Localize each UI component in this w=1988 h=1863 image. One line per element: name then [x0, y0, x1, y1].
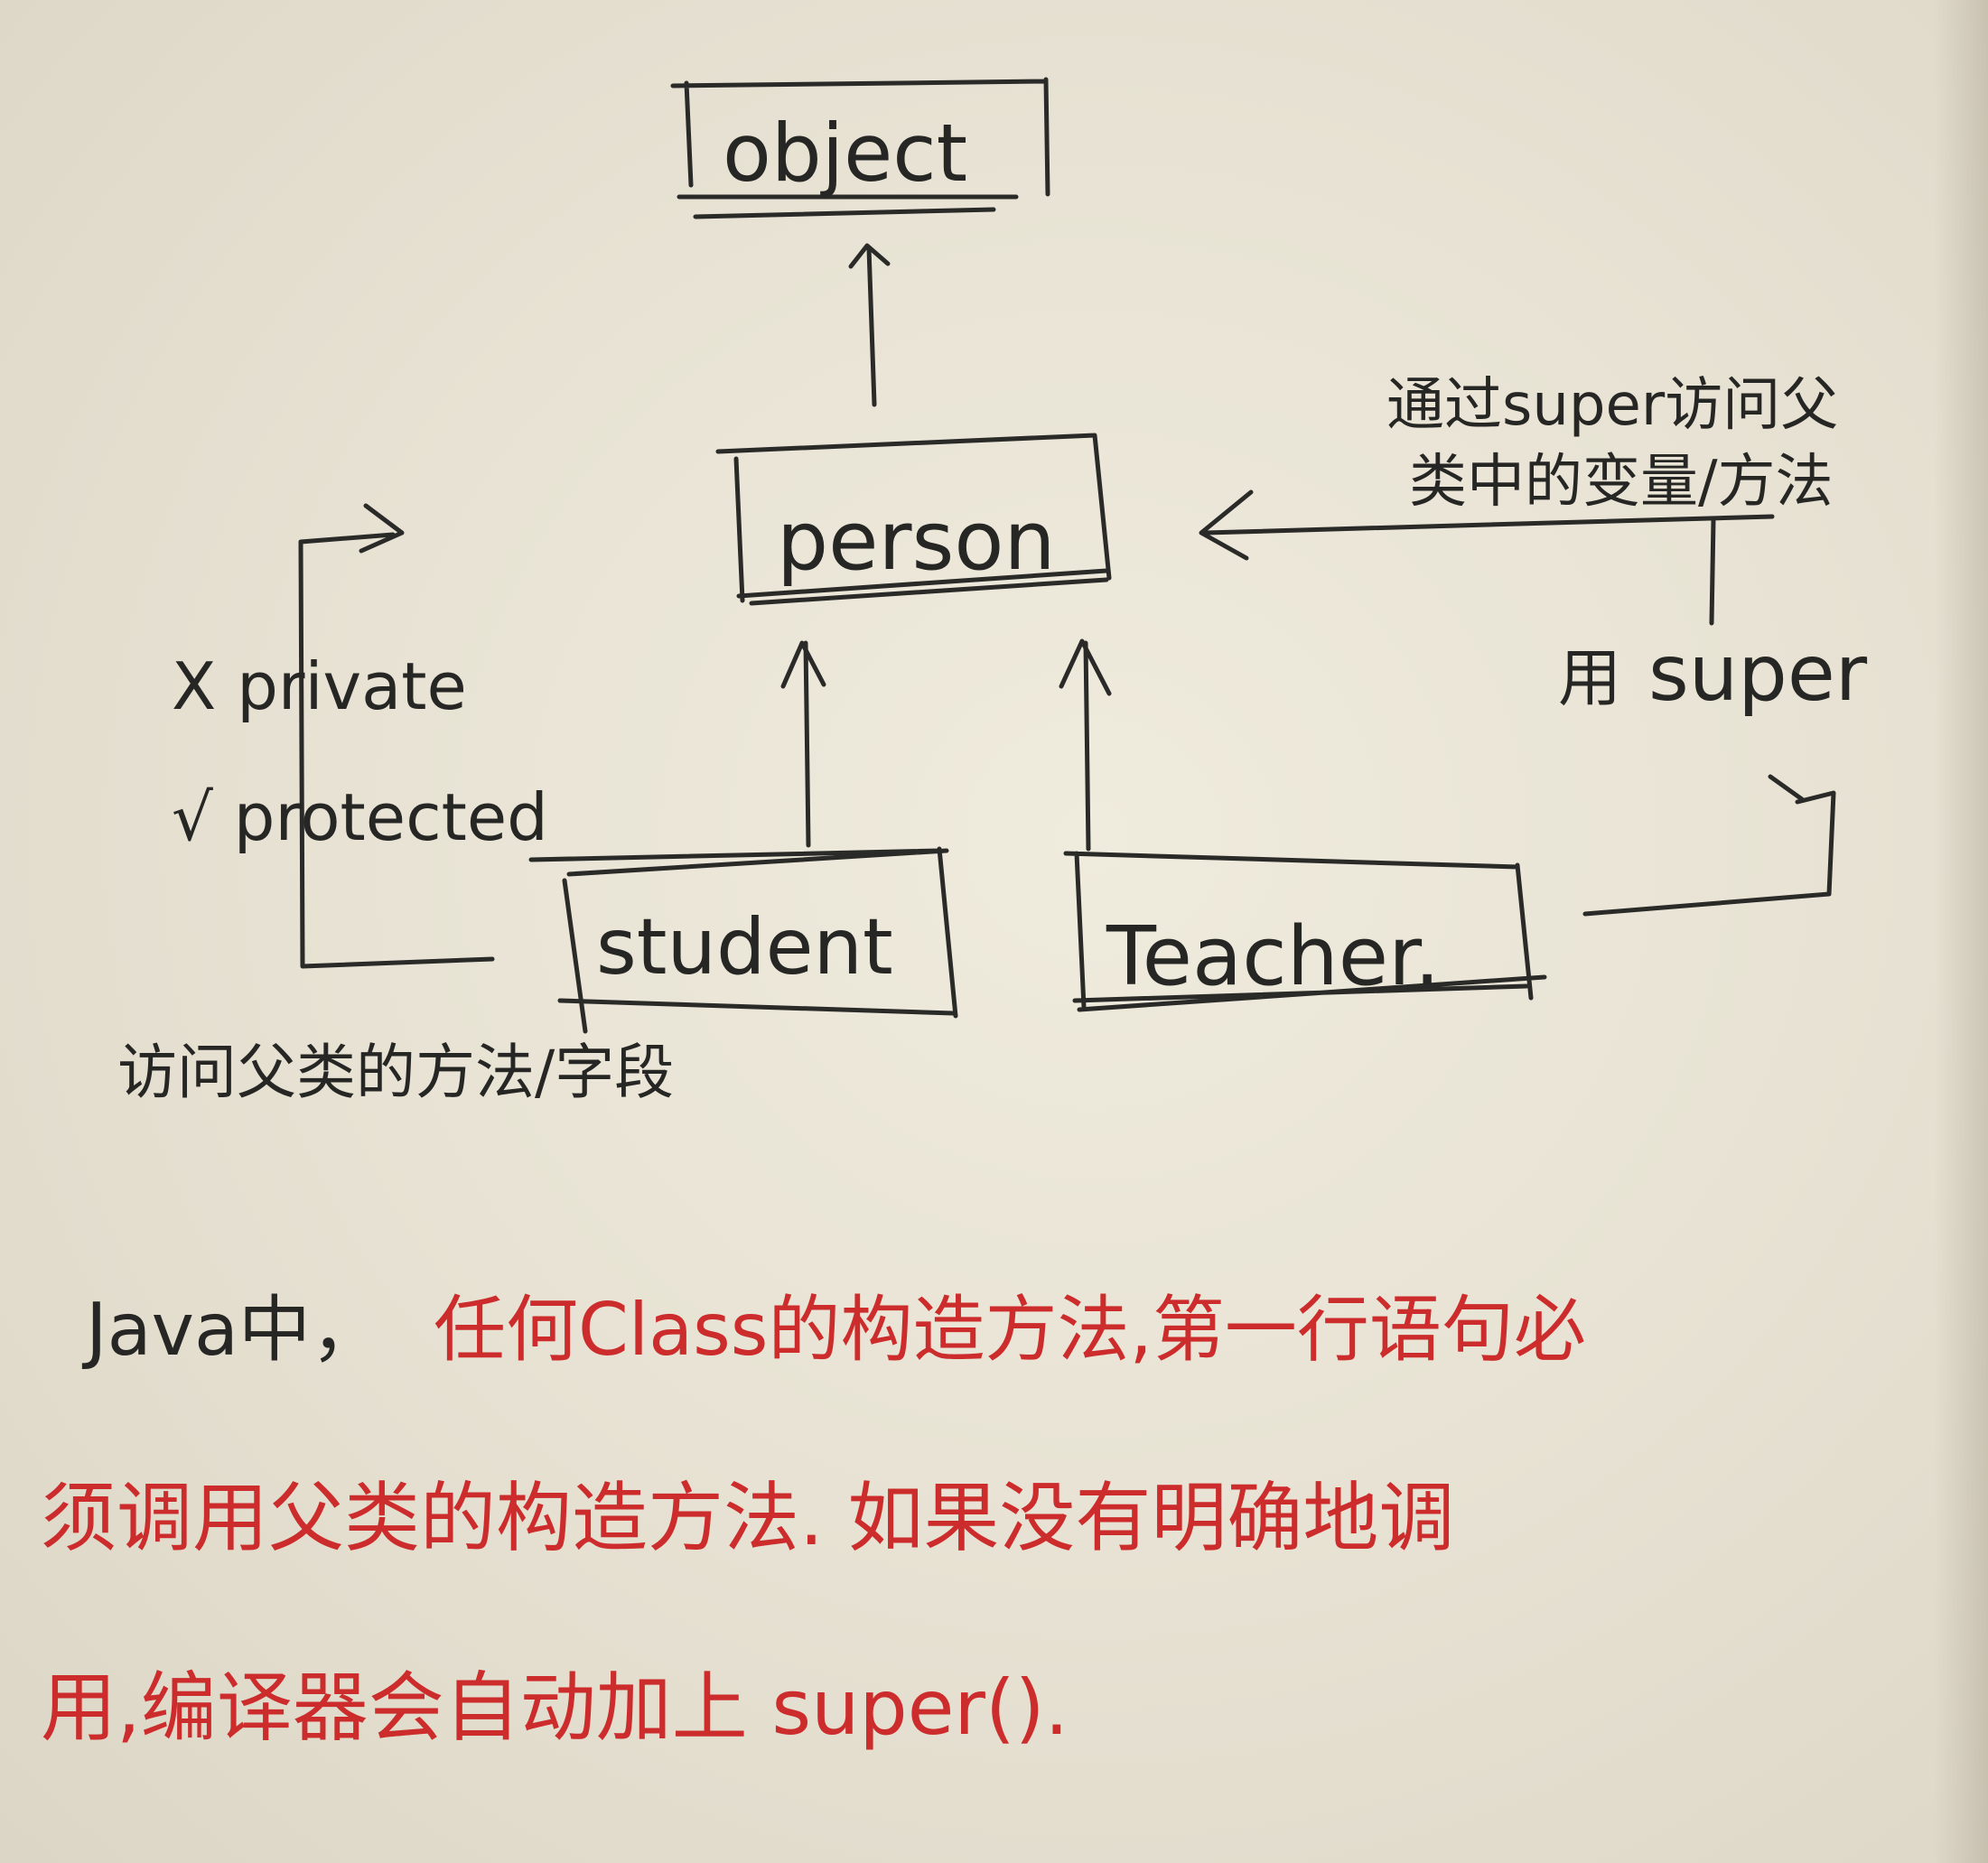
arrow-head — [780, 640, 826, 689]
super-access-note-line2: 类中的变量/方法 — [1409, 449, 1834, 516]
arrow-connector — [1709, 517, 1716, 626]
arrow-teacher-to-super — [1582, 774, 1836, 917]
student-access-bracket — [298, 503, 495, 969]
object-label: object — [723, 107, 967, 200]
student-label: student — [596, 902, 893, 992]
arrow-head — [1199, 489, 1254, 561]
person-node: person — [715, 433, 1112, 606]
arrow-shaft — [1083, 640, 1091, 852]
arrow-head — [1059, 638, 1112, 696]
student-box — [528, 846, 958, 1034]
arrow-super-to-person — [1199, 489, 1775, 626]
paragraph-line3: 用,编译器会自动加上 super(). — [41, 1663, 1069, 1752]
arrow-student-to-person — [780, 640, 826, 848]
access-parent-note: 访问父类的方法/字段 — [117, 1038, 674, 1107]
connector-line — [1582, 790, 1836, 917]
object-node: object — [670, 77, 1050, 219]
teacher-box — [1063, 851, 1547, 1012]
student-node: student — [528, 846, 958, 1034]
paragraph-line1: 任何Class的构造方法,第一行语句必 — [434, 1288, 1586, 1372]
connector-tick — [1768, 774, 1805, 802]
arrow-shaft — [1203, 514, 1775, 536]
paragraph-line2: 须调用父类的构造方法. 如果没有明确地调 — [41, 1474, 1454, 1562]
paper-edge-shadow — [1934, 0, 1988, 1863]
arrow-teacher-to-person — [1059, 638, 1112, 852]
teacher-label: Teacher. — [1106, 909, 1440, 1004]
paragraph-lead: Java中， — [81, 1288, 383, 1372]
private-note: X private — [172, 648, 467, 724]
protected-note: √ protected — [172, 779, 548, 855]
bracket-arrow-head — [359, 503, 405, 554]
object-box — [670, 77, 1050, 219]
super-glyph: 用 — [1558, 641, 1621, 715]
teacher-node: Teacher. — [1063, 851, 1547, 1012]
super-access-note-line1: 通过super访问父 — [1386, 372, 1838, 439]
bracket-line — [298, 532, 495, 969]
super-keyword: super — [1648, 629, 1868, 719]
arrow-shaft — [803, 640, 811, 848]
person-label: person — [777, 494, 1056, 589]
arrow-shaft — [866, 246, 877, 407]
arrow-person-to-object — [848, 243, 891, 407]
arrow-head — [848, 243, 891, 269]
person-box — [715, 433, 1112, 606]
